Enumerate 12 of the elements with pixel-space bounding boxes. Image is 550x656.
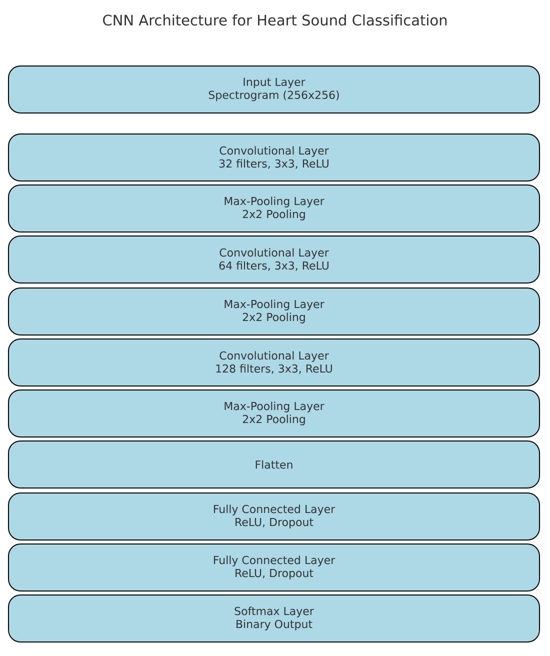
layer-box: Softmax Layer Binary Output xyxy=(8,594,540,642)
layer-box: Convolutional Layer 128 filters, 3x3, ReLU xyxy=(8,338,540,386)
layer-box: Convolutional Layer 64 filters, 3x3, ReLU xyxy=(8,236,540,284)
layer-box: Max-Pooling Layer 2x2 Pooling xyxy=(8,184,540,232)
title: CNN Architecture for Heart Sound Classification xyxy=(103,14,447,26)
layer-box: Max-Pooling Layer 2x2 Pooling xyxy=(8,390,540,438)
layer-box: Fully Connected Layer ReLU, Dropout xyxy=(8,492,540,540)
layer-box: Flatten xyxy=(8,440,540,488)
layer-box: Convolutional Layer 32 filters, 3x3, ReLU xyxy=(8,134,540,182)
layer-box: Max-Pooling Layer 2x2 Pooling xyxy=(8,288,540,336)
layer-box: Input Layer Spectrogram (256x256) xyxy=(8,66,540,114)
layer-box: Fully Connected Layer ReLU, Dropout xyxy=(8,544,540,592)
